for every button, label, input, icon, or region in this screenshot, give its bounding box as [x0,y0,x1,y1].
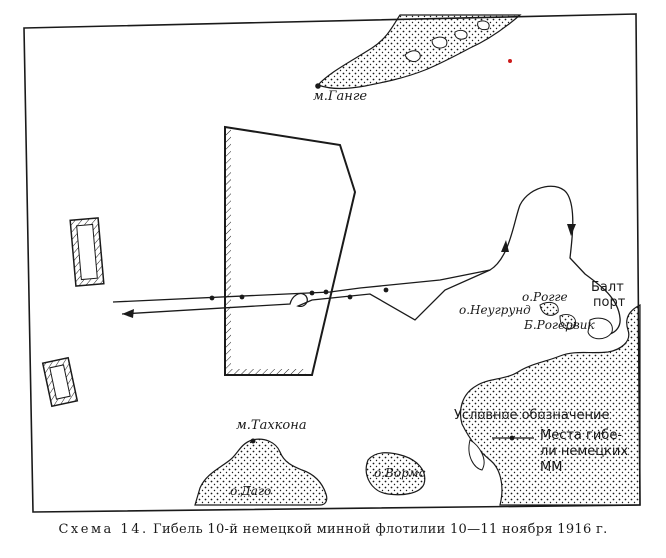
track-return [121,269,491,321]
label-island-neugrund: о.Неугрунд [459,303,531,317]
legend-title: Условное обозначение [454,408,610,423]
hanko-cape-point [315,83,321,89]
dago-island [194,438,328,506]
sinking-marker [209,295,215,301]
figure-caption: Схема 14. Гибель 10-й немецкой минной фл… [0,522,666,537]
sinking-marker [309,290,315,296]
caption-text: Гибель 10-й немецкой минной флотилии 10—… [153,522,608,537]
label-cape-takhkona: м.Тахкона [236,418,307,433]
legend-marker [492,435,534,441]
track-arrow-south [567,224,576,236]
takhkona-cape-point [250,438,256,444]
vorms-island [365,452,426,496]
label-baltic-port-line1: Балт [591,280,624,295]
label-island-vorms: о.Вормс [374,466,426,480]
sinking-marker [347,294,353,300]
sinking-marker [383,287,389,293]
label-cape-hanko: м.Ганге [313,89,368,104]
sinking-marker [239,294,245,300]
label-bay-rogervik: Б.Рогервик [524,318,595,332]
minefield-main [224,125,357,376]
label-baltic-port-line2: порт [593,295,626,310]
minefield-main-hatch [225,127,306,375]
estonian-coast [459,301,641,506]
caption-lead: Схема 14. [58,522,149,537]
track-arrow-west [122,309,134,318]
flotilla-tracks [112,185,621,336]
label-island-rogge: о.Рогге [522,290,568,304]
minefield-west-upper [69,217,105,287]
label-island-dago: о.Даго [230,484,272,498]
red-speck [508,59,512,63]
legend-item-line3: ММ [540,460,563,475]
track-outbound [112,185,621,336]
legend-item-line2: ли немецких [540,444,629,459]
legend-item-line1: Места гибе- [540,428,623,443]
minefield-west-lower [41,356,79,408]
sinking-marker [323,289,329,295]
hanko-coast [315,14,522,90]
track-arrow-north [501,240,509,252]
